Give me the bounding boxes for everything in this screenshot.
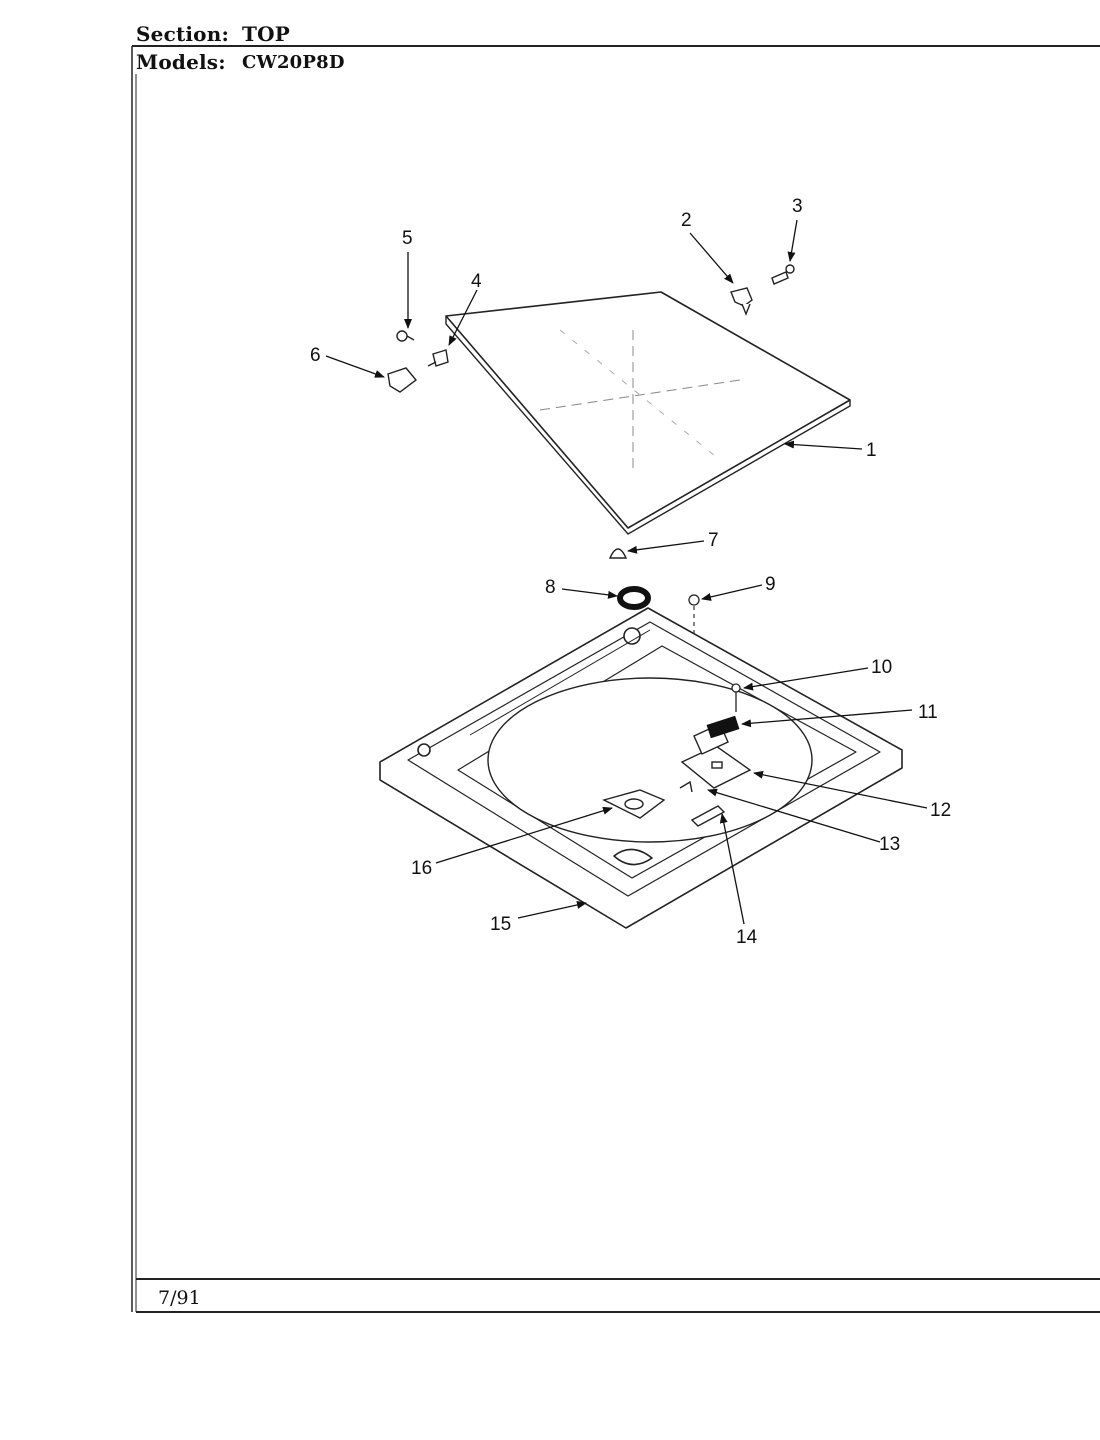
hinge-right [730, 287, 753, 316]
section-label: Section: [136, 22, 230, 46]
callout-4: 4 [471, 271, 482, 292]
hinge-left [387, 367, 418, 393]
callout-9: 9 [765, 574, 776, 595]
center-cover [602, 789, 666, 819]
switch [706, 715, 740, 739]
callout-1: 1 [866, 440, 877, 461]
screw-right [771, 264, 795, 285]
callout-16: 16 [411, 858, 432, 879]
callout-3: 3 [792, 196, 803, 217]
screw-left [396, 330, 415, 342]
switch-screw [731, 683, 741, 712]
callout-14: 14 [736, 927, 758, 948]
page-frame [131, 45, 1100, 1313]
callout-6: 6 [310, 345, 321, 366]
grommet [617, 586, 651, 610]
callout-15: 15 [490, 914, 511, 935]
callout-8: 8 [545, 577, 556, 598]
callout-5: 5 [402, 228, 413, 249]
revision-date: 7/91 [158, 1287, 201, 1309]
clip [679, 780, 693, 793]
top-screw [688, 594, 700, 730]
models-value: CW20P8D [242, 52, 345, 73]
callout-13: 13 [879, 834, 900, 855]
callout-11: 11 [918, 702, 938, 723]
top-panel [379, 607, 903, 929]
callout-10: 10 [871, 657, 892, 678]
hinge-pin-left [427, 349, 449, 367]
models-label: Models: [136, 50, 226, 74]
actuator [690, 805, 726, 827]
callout-12: 12 [930, 800, 951, 821]
section-value: TOP [242, 22, 290, 46]
callout-2: 2 [681, 210, 692, 231]
part-lid [445, 291, 851, 535]
lid-bumper [608, 548, 628, 559]
leader-lines [325, 219, 928, 925]
callout-labels: 1 2 3 4 5 6 7 8 9 10 11 12 13 14 15 16 [310, 196, 951, 948]
callout-7: 7 [708, 530, 719, 551]
